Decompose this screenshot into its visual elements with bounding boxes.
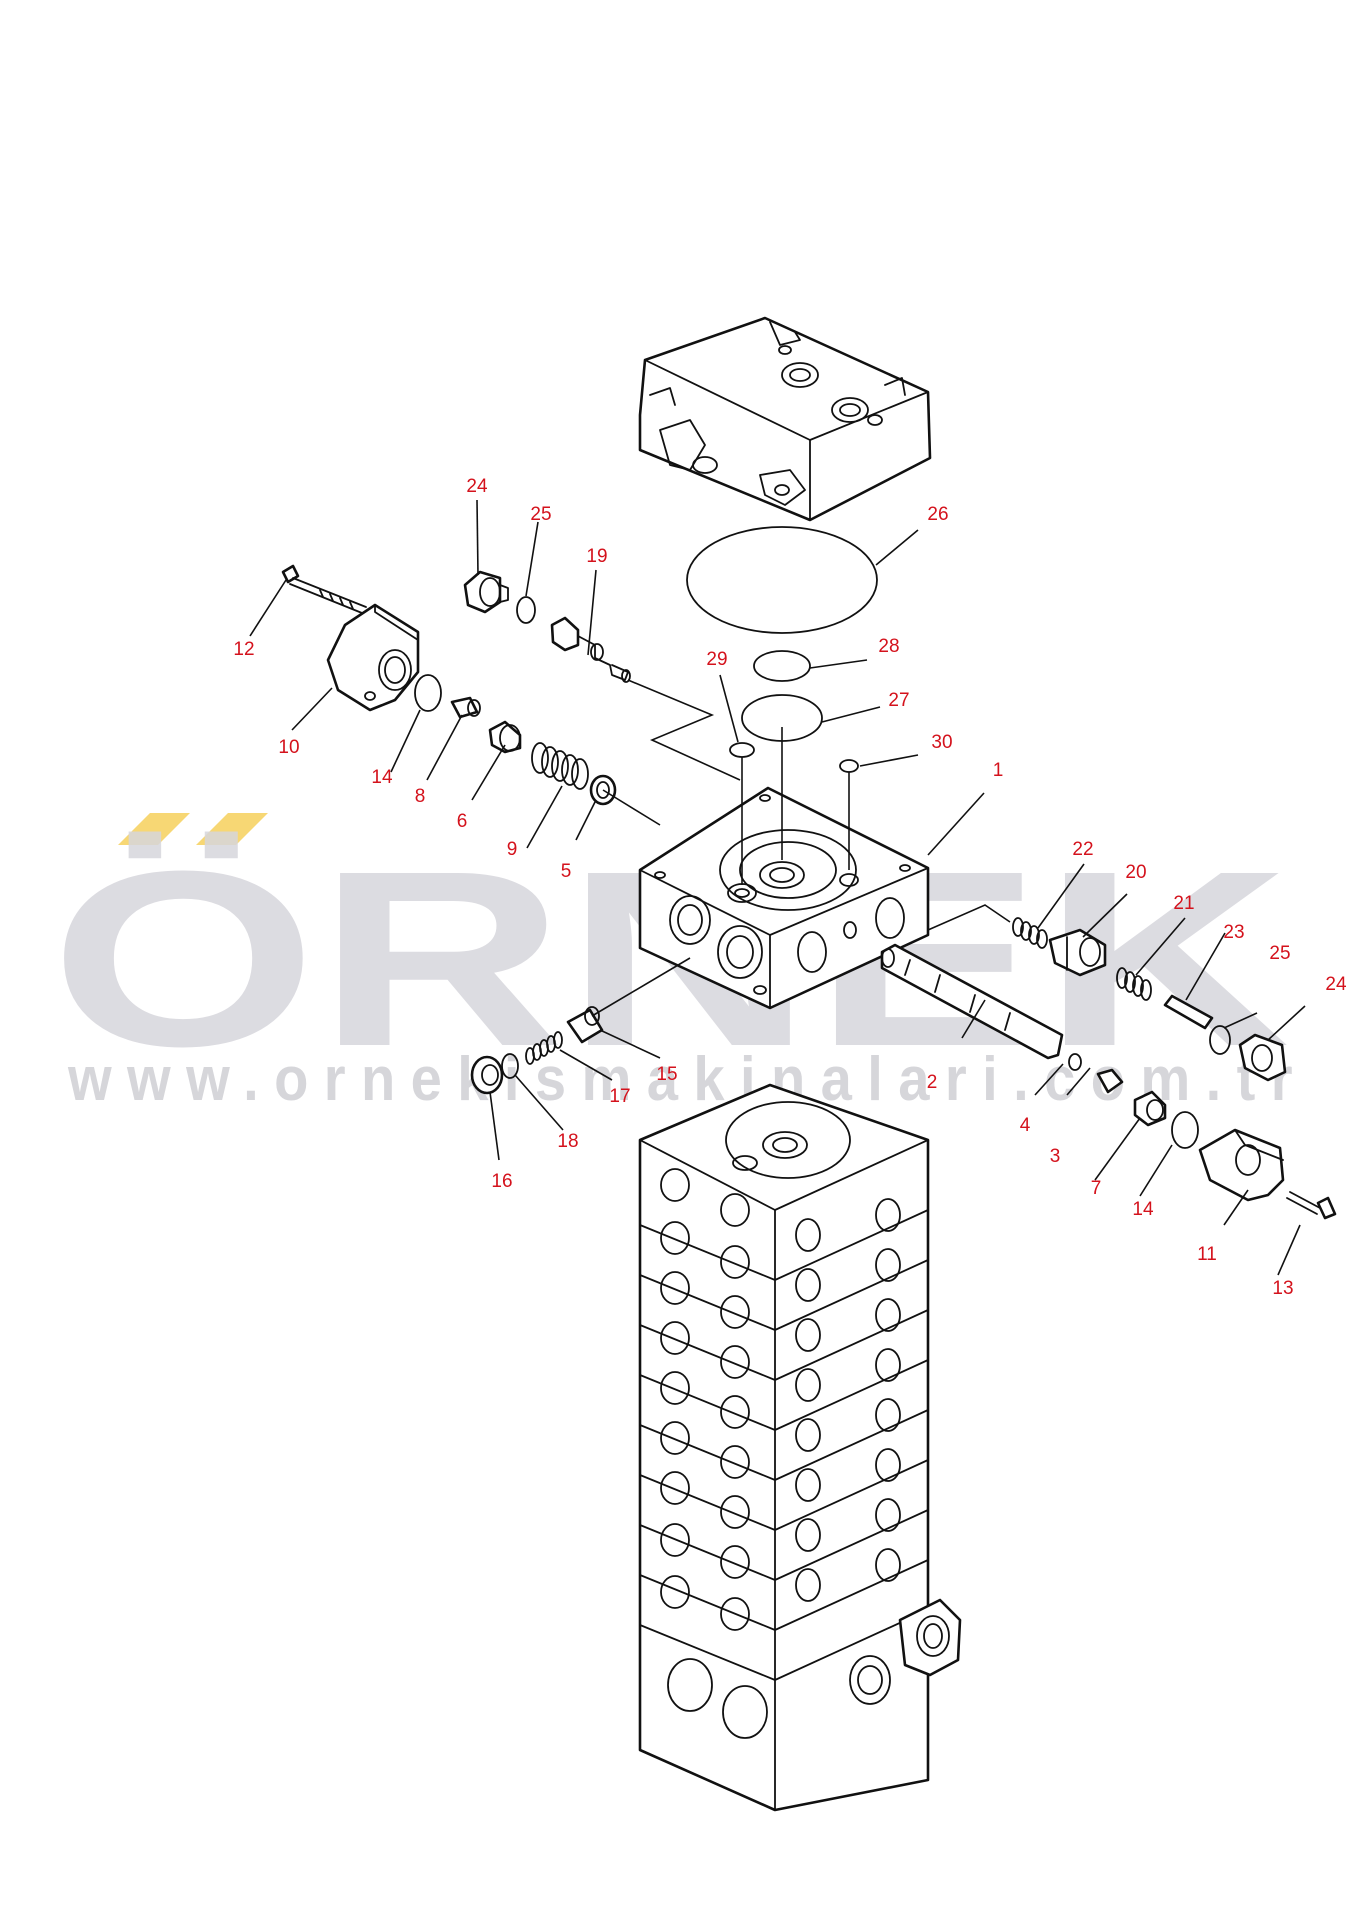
o-ring-25-right [1209, 1025, 1231, 1055]
callout-16: 16 [491, 1171, 512, 1192]
spring-17 [525, 1031, 563, 1065]
small-o-ring-30 [839, 759, 859, 773]
callout-28: 28 [878, 636, 899, 657]
large-o-ring-26 [686, 526, 878, 634]
callout-18: 18 [557, 1131, 578, 1152]
piston-15 [566, 1006, 604, 1044]
callout-6: 6 [457, 811, 468, 832]
spacer-7 [1133, 1090, 1167, 1127]
callout-29: 29 [706, 649, 727, 670]
callout-12: 12 [233, 639, 254, 660]
o-ring-18 [501, 1053, 519, 1079]
callout-22: 22 [1072, 839, 1093, 860]
callout-27: 27 [888, 690, 909, 711]
o-ring-14-right [1171, 1111, 1199, 1149]
plug-16 [470, 1055, 504, 1095]
callout-labels: 1 2 3 4 5 6 7 8 9 10 11 12 13 14 14 15 1… [233, 476, 1347, 1299]
callout-7: 7 [1091, 1178, 1102, 1199]
callout-26: 26 [927, 504, 948, 525]
bolt-13 [1286, 1191, 1337, 1220]
watermark-accent-right [196, 813, 268, 845]
callout-23: 23 [1223, 922, 1244, 943]
stack-port-holes [660, 1168, 901, 1739]
watermark-accent-left [118, 813, 190, 845]
callout-1: 1 [993, 760, 1004, 781]
leader-lines [249, 499, 1306, 1276]
callout-24-top: 24 [466, 476, 488, 497]
plug-24-top [463, 570, 509, 614]
callout-25-right: 25 [1269, 943, 1290, 964]
o-ring-28 [753, 650, 811, 682]
callout-24-right: 24 [1325, 974, 1347, 995]
valve-stack [638, 1083, 962, 1812]
callout-30: 30 [931, 732, 952, 753]
spool-2 [880, 943, 1064, 1060]
cover-11 [1198, 1128, 1285, 1202]
watermark-url: www.ornekismakinalari.com.tr [67, 1045, 1308, 1114]
small-o-ring-29 [729, 742, 755, 758]
plug-8 [450, 696, 481, 719]
cover-10 [326, 603, 420, 712]
spring-21 [1116, 967, 1152, 1001]
callout-25-top: 25 [530, 504, 551, 525]
callout-3: 3 [1050, 1146, 1061, 1167]
spring-seat-6 [488, 720, 522, 754]
callout-19: 19 [586, 546, 607, 567]
sleeve-20 [1048, 928, 1107, 977]
pin-23 [1163, 994, 1214, 1030]
callout-9: 9 [507, 839, 518, 860]
stack-side-port [849, 1598, 962, 1705]
valve-19 [550, 616, 631, 683]
spring-9 [531, 742, 589, 790]
callout-14-right: 14 [1132, 1199, 1154, 1220]
callout-13: 13 [1272, 1278, 1293, 1299]
callout-4: 4 [1020, 1115, 1031, 1136]
spring-22 [1012, 917, 1048, 949]
callout-10: 10 [278, 737, 299, 758]
callout-15: 15 [656, 1064, 677, 1085]
callout-8: 8 [415, 786, 426, 807]
callout-5: 5 [561, 861, 572, 882]
o-ring-4 [1068, 1053, 1082, 1071]
callout-17: 17 [609, 1086, 630, 1107]
valve-section-body [638, 786, 930, 1010]
callout-14-left: 14 [371, 767, 393, 788]
callout-20: 20 [1125, 862, 1146, 883]
o-ring-14-left [414, 674, 442, 712]
callout-11: 11 [1197, 1244, 1217, 1265]
bolt-12 [281, 564, 367, 614]
plug-3 [1096, 1068, 1124, 1094]
o-ring-25-top [516, 596, 536, 624]
top-cover [638, 316, 932, 522]
callout-2: 2 [927, 1072, 938, 1093]
plug-24-right [1238, 1033, 1287, 1082]
callout-21: 21 [1173, 893, 1194, 914]
